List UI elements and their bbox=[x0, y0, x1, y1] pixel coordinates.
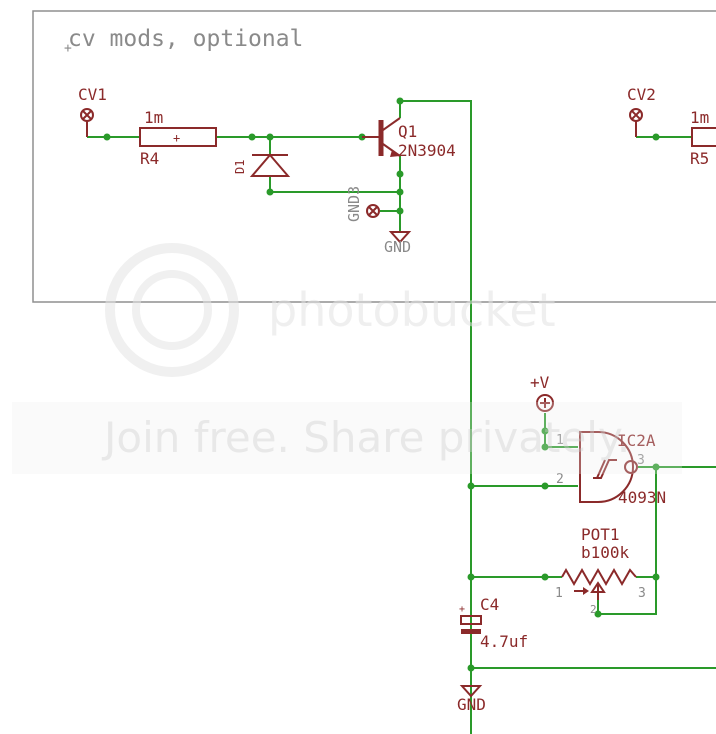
gnd-top-label: GND bbox=[384, 238, 411, 256]
cv1-label: CV1 bbox=[78, 85, 107, 104]
capacitor-c4: + C4 4.7uf bbox=[459, 595, 528, 651]
c4-polarity: + bbox=[459, 604, 465, 615]
q1-name: Q1 bbox=[398, 122, 417, 141]
c4-value: 4.7uf bbox=[480, 632, 528, 651]
gnd-bottom-label: GND bbox=[457, 695, 486, 714]
gate-pin2: 2 bbox=[556, 472, 564, 487]
gnd3-label: GND3 bbox=[345, 186, 363, 222]
photobucket-watermark: photobucket Join free. Share privately. bbox=[12, 243, 682, 474]
watermark-slogan: Join free. Share privately. bbox=[101, 413, 630, 462]
r4-polarity-mark: + bbox=[173, 131, 180, 145]
gate-name: IC2A bbox=[617, 431, 656, 450]
cv-mods-frame: cv mods, optional + bbox=[32, 10, 716, 303]
watermark-logo-icon bbox=[105, 243, 239, 377]
junction-dots bbox=[103, 97, 660, 672]
vplus-supply: +V bbox=[530, 373, 554, 412]
d1-name: D1 bbox=[233, 160, 247, 174]
transistor-q1: Q1 2N3904 bbox=[362, 117, 456, 160]
nand-gate-ic2a: 1 2 3 IC2A 4093N bbox=[556, 431, 666, 507]
gate-pin3: 3 bbox=[637, 453, 645, 468]
resistor-r4: 1m + R4 bbox=[139, 108, 217, 168]
r4-value: 1m bbox=[144, 108, 163, 127]
r5-name: R5 bbox=[690, 149, 709, 168]
frame-title: cv mods, optional bbox=[68, 26, 303, 52]
gnd-symbol-top: GND bbox=[384, 231, 412, 256]
cv2-connector: CV2 bbox=[627, 85, 656, 137]
pot-value: b100k bbox=[581, 543, 630, 562]
pot-pin2: 2 bbox=[590, 603, 597, 616]
gnd3-connector: GND3 bbox=[345, 186, 380, 222]
q1-part: 2N3904 bbox=[398, 141, 456, 160]
pot-pin1: 1 bbox=[555, 586, 563, 601]
r5-value: 1m bbox=[690, 108, 709, 127]
diode-d1: D1 bbox=[233, 153, 291, 177]
cv1-connector: CV1 bbox=[78, 85, 107, 137]
gnd-symbol-bottom: GND bbox=[457, 685, 486, 714]
c4-name: C4 bbox=[480, 595, 499, 614]
vplus-label: +V bbox=[530, 373, 550, 392]
pot-pin3: 3 bbox=[638, 586, 646, 601]
potentiometer-pot1: POT1 b100k 1 2 3 bbox=[555, 525, 646, 616]
pot-name: POT1 bbox=[581, 525, 620, 544]
cv2-label: CV2 bbox=[627, 85, 656, 104]
gate-pin1: 1 bbox=[556, 433, 564, 448]
resistor-r5: 1m R5 bbox=[690, 108, 716, 168]
r4-name: R4 bbox=[140, 149, 159, 168]
gate-part: 4093N bbox=[618, 488, 666, 507]
watermark-brand: photobucket bbox=[268, 283, 556, 337]
frame-origin-mark: + bbox=[64, 41, 72, 56]
